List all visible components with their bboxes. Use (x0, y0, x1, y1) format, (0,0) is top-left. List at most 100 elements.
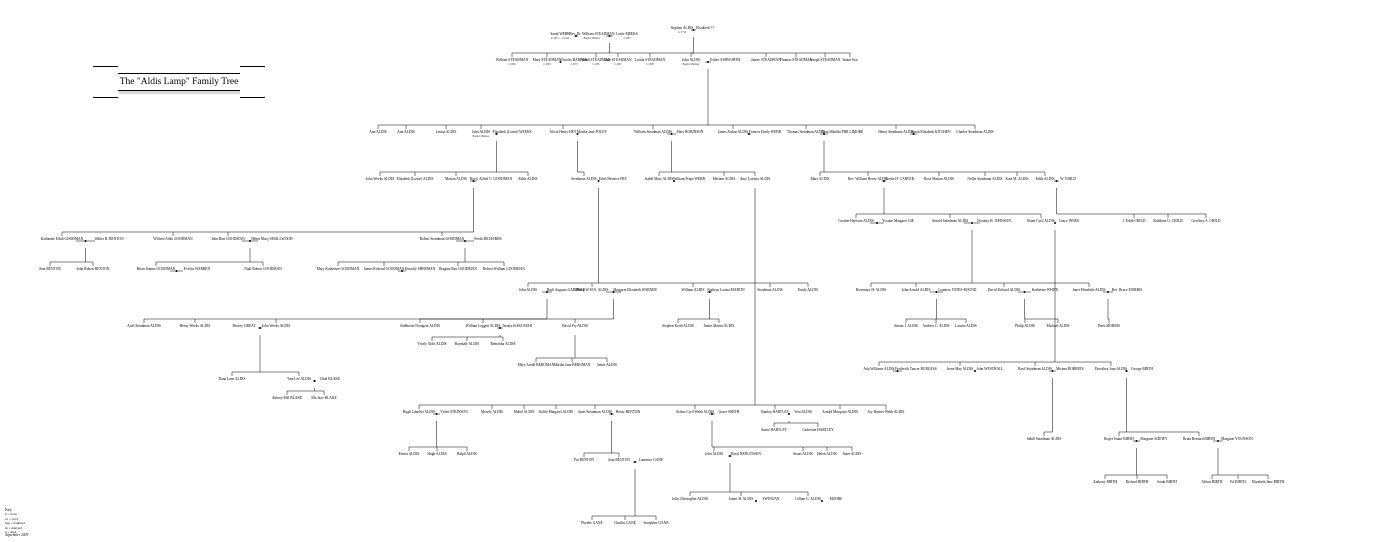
person-name: William Steadman ALDIS (634, 130, 672, 134)
person-name: Sahib Steadman ALDIS (1027, 437, 1062, 441)
person-name: Robert William GOODMAN (483, 267, 525, 271)
person-node: Ethel Beatrice FRY (599, 177, 628, 181)
person-detail: Baptist Minister (683, 63, 700, 66)
person-name: Mary Aredil BERGMAN (518, 363, 555, 367)
person-name: Geoffrey A. CHILD (1192, 219, 1221, 223)
person-node: Hugh ALDIS (427, 452, 446, 456)
person-node: Steadman ALDIS (757, 288, 782, 292)
person-name: Hugh ALDIS (427, 452, 446, 456)
person-node: Frances Emily WEBB (749, 130, 782, 134)
person-node: John ALDIS (705, 452, 723, 456)
marriage-dot (755, 500, 757, 502)
person-node: Brian Joanne GOODMAN (137, 267, 176, 271)
person-name: Rev. Bruce MORRIS (1112, 288, 1143, 292)
person-name: Peter MORRIS (1098, 324, 1120, 328)
person-name: Arnold Steadman ALDIS (932, 219, 969, 223)
person-node: Arnold Steadman ALDIS (932, 219, 969, 223)
person-name: Thomas Steadman ALDIS (787, 130, 825, 134)
person-node: John ALDIS (519, 288, 537, 292)
person-name: Andrew C. ALDIS (922, 324, 949, 328)
person-node: David Richard ALDIS (988, 288, 1020, 292)
person-node: Ann ALDIS (369, 130, 386, 134)
person-name: Lettie MEEKS (616, 32, 637, 36)
person-name: Clara Matilda PHILLIMORE (821, 130, 864, 134)
person-name: Miriam ROBERTS (1056, 367, 1084, 371)
person-name: John WESTHALL (977, 367, 1004, 371)
person-name: Alison BIRTH (1201, 480, 1222, 484)
person-name: Sarah STEADMAN (581, 58, 610, 62)
person-name: Yvonne Margaret GIE (882, 219, 915, 223)
tree-title: The "Aldis Lamp" Family Tree (119, 77, 239, 87)
person-detail: b 1803 (543, 63, 551, 66)
person-name: Mary Katherine GOODMAN (317, 267, 360, 271)
person-name: Freda RICHARDS (474, 237, 501, 241)
person-name: Henry W.M.N. ALDIS (576, 288, 609, 292)
person-name: Arnold Marquise ALDIS (822, 410, 858, 414)
person-detail: d 1887 (623, 37, 631, 40)
person-node: Sahib Steadman ALDIS (1027, 437, 1062, 441)
person-name: Elizabeth Jane BIRTH (1252, 480, 1285, 484)
person-name: Ann ALDIS (369, 130, 386, 134)
person-detail: ca 1750 (678, 31, 687, 34)
marriage-dot (673, 180, 675, 182)
person-name: Letitia STEADMAN (635, 58, 666, 62)
person-name: Margaret Elizabeth WARNER (613, 288, 657, 292)
person-name: Rhi Jaye BLAKE (311, 396, 337, 400)
person-node: Brian Cyril ALDIS (1027, 219, 1055, 223)
person-node: Wilfred Aldis GOODMAN (153, 237, 193, 241)
person-node: Jean BENTON (608, 458, 630, 462)
person-node: Steadman ALDIS (571, 177, 596, 181)
person-node: John Weeks ALDIS (262, 324, 290, 328)
person-node: Ada Williams ALDIS (863, 367, 894, 371)
person-name: Vera ALDIS (794, 410, 812, 414)
person-detail: b 1896 (508, 63, 516, 66)
key-title: Key (5, 507, 12, 512)
person-name: Mosely ALDIS (481, 410, 503, 414)
person-node: Gillian G. ALDIS (795, 497, 821, 501)
marriage-dot (612, 291, 615, 293)
marriage-dot (1051, 370, 1054, 372)
person-node: Evelyn WARREN (184, 267, 211, 271)
person-name: Frederick Tancer BURGESS (895, 367, 936, 371)
person-node: John Robert BENTON (77, 267, 110, 271)
person-name: Ethel Beatrice FRY (599, 177, 628, 181)
person-name: David Fry ALDIS (562, 324, 588, 328)
person-name: Mabel ALDIS (514, 410, 534, 414)
person-node: Basil Steadman ALDIS (1018, 367, 1052, 371)
person-detail: d 1873 (570, 63, 578, 66)
person-node: Alison BIRTH (1201, 480, 1222, 484)
person-node: Charles Steadman ALDIS (956, 130, 993, 134)
person-node: Joseph STEADMAN (810, 58, 841, 62)
person-node: Letitia ALDIS (436, 130, 457, 134)
person-name: Sarah Elizabeth KITCHEN (911, 130, 951, 134)
person-node: Henry Weeks ALDIS (180, 324, 211, 328)
person-node: Josephine GANE (643, 521, 669, 525)
person-name: Margaret YOUNSON (1221, 437, 1253, 441)
person-node: Ed BIRTH (1230, 480, 1246, 484)
marriage-dot (708, 291, 711, 293)
person-name: Charles Steadman ALDIS (956, 130, 993, 134)
person-node: Elizabeth ?? (696, 26, 714, 30)
person-node: Stanley HARTLEY (761, 410, 790, 414)
person-node: Stephen Keith ALDIS (662, 324, 694, 328)
person-node: William Steadman ALDIS (634, 130, 672, 134)
person-name: Kathleen G. CHILD (1153, 219, 1183, 223)
person-node: Hugh Lanellot ALDIS (403, 410, 435, 414)
person-name: Remeitha ALDIS (490, 342, 515, 346)
person-name: Lettie H. CARVER (886, 177, 915, 181)
person-name: Revd. Alfred C. GOODMAN (470, 177, 513, 181)
person-node: Phoebe GANE (581, 521, 603, 525)
person-name: Vivaly Aldis ALDIS (417, 342, 446, 346)
person-name: Dana Lane ALDIS (219, 377, 246, 381)
person-node: Brian Bernard BIRTH (1183, 437, 1215, 441)
person-node: Elizabeth Jane BIRTH (1252, 480, 1285, 484)
person-name: Emily ALDIS (798, 288, 818, 292)
person-node: Miriam ROBERTS (1056, 367, 1084, 371)
person-name: Janet Elizabeth ALDIS (1072, 288, 1105, 292)
person-name: Beryl BENGTSSEN (731, 452, 761, 456)
person-node: Martha Jane FOLEY (577, 130, 608, 134)
person-name: Elizabeth (Lizzie) WEEKS (492, 130, 531, 134)
